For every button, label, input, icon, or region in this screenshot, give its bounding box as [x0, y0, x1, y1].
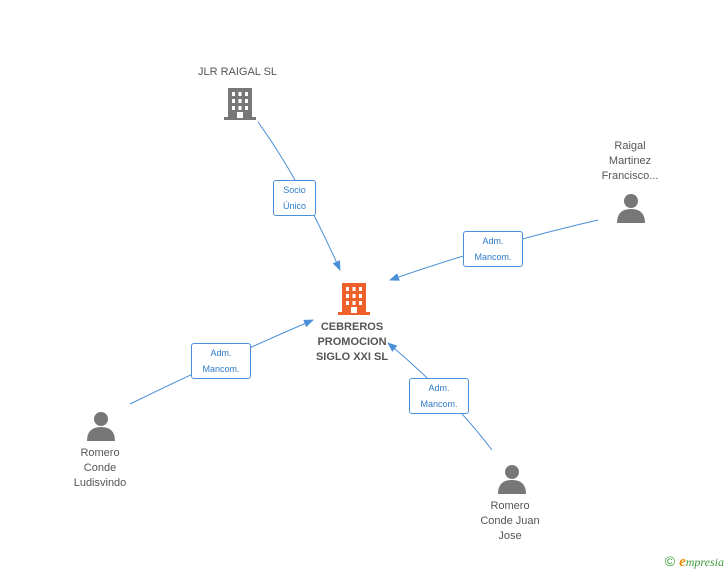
brand-e: e [679, 554, 686, 570]
node-label-ludisvindo: Romero Conde Ludisvindo [73, 447, 127, 489]
edge-label-line2: Mancom. [474, 252, 512, 262]
empresia-logo[interactable]: ©empresia [665, 553, 724, 571]
edge-label-line1: Adm. [428, 383, 450, 393]
node-label-jlr: JLR RAIGAL SL [197, 66, 278, 78]
edge-label-line2: Único [282, 201, 306, 211]
edge-label-line1: Socio [283, 185, 306, 195]
edge-label-line2: Mancom. [202, 364, 240, 374]
edge-label-line2: Mancom. [420, 399, 458, 409]
person-icon[interactable] [498, 464, 526, 494]
edge-label-jlr[interactable]: Socio Único [273, 180, 316, 216]
edge-label-raigal[interactable]: Adm. Mancom. [463, 231, 523, 267]
copyright-icon: © [664, 553, 676, 569]
node-label-juanjose: Romero Conde Juan Jose [480, 500, 540, 542]
edge-label-juanjose[interactable]: Adm. Mancom. [409, 378, 469, 414]
brand-rest: mpresia [685, 555, 724, 569]
center-building-icon[interactable] [338, 281, 370, 315]
building-icon[interactable] [224, 86, 256, 120]
person-icon[interactable] [617, 193, 645, 223]
edge-label-line1: Adm. [210, 348, 232, 358]
node-label-center[interactable]: CEBREROS PROMOCION SIGLO XXI SL [315, 321, 389, 363]
person-icon[interactable] [87, 411, 115, 441]
edge-label-line1: Adm. [482, 236, 504, 246]
edge-label-ludisvindo[interactable]: Adm. Mancom. [191, 343, 251, 379]
node-label-raigal: Raigal Martinez Francisco... [601, 140, 659, 182]
